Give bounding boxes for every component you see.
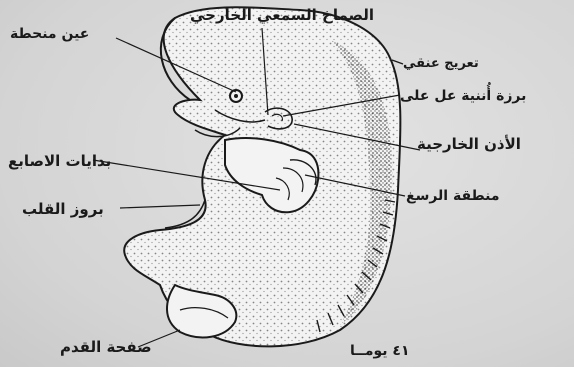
- label-auricular-hillock: برزة أُننية عل على: [400, 88, 526, 104]
- label-digit-primordia: بدايات الاصابع: [8, 152, 111, 170]
- label-foot-plate: صفحة القدم: [60, 338, 152, 356]
- label-external-auditory-meatus: الصماخ السمعي الخارجي: [190, 6, 374, 24]
- label-wrist-region: منطقة الرسغ: [406, 188, 500, 204]
- label-optic-region: عين منحطة: [10, 26, 89, 42]
- label-age: ٤١ يومــا: [350, 343, 410, 359]
- label-heart-prominence: بروز القلب: [22, 200, 104, 218]
- label-external-ear: الأذن الخارجية: [417, 135, 521, 153]
- label-cervical-flexure: تعريج عنقي: [403, 56, 479, 71]
